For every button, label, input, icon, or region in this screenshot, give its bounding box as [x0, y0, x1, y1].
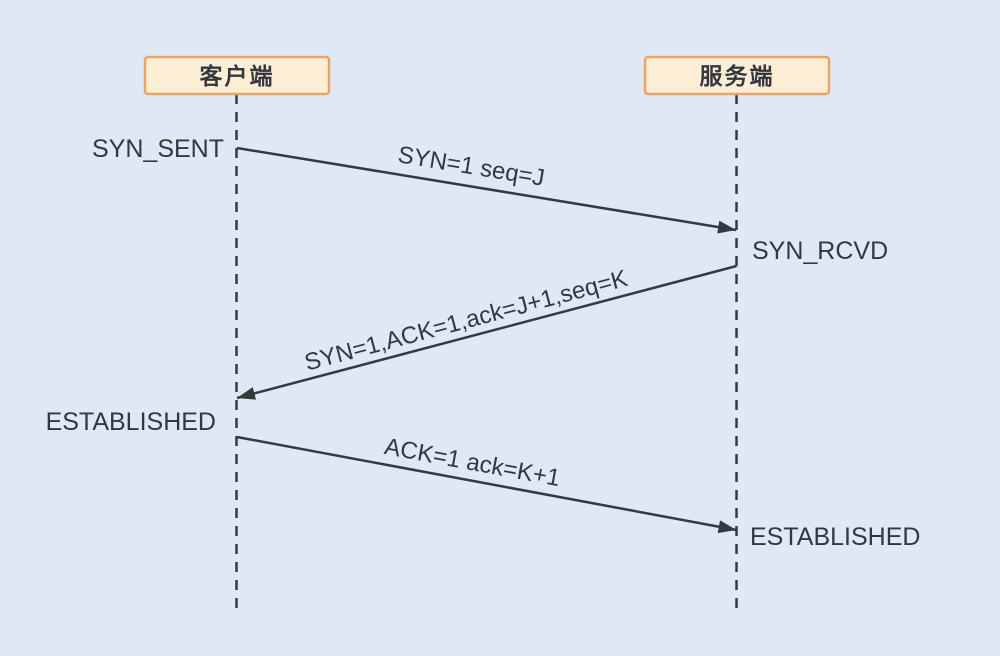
server-actor-label: 服务端 [700, 63, 775, 89]
message-arrow-syn [236, 146, 737, 234]
message-label-ack: ACK=1 ack=K+1 [382, 433, 562, 492]
client-actor-label: 客户端 [200, 63, 275, 89]
message-arrow-syn-ack [236, 264, 737, 400]
message-label-syn: SYN=1 seq=J [396, 141, 547, 192]
state-label-syn-sent: SYN_SENT [92, 135, 224, 163]
server-actor-box [643, 55, 831, 96]
state-label-established-server: ESTABLISHED [750, 523, 920, 551]
message-arrow-ack [236, 435, 737, 534]
state-label-syn-rcvd: SYN_RCVD [752, 237, 888, 265]
client-actor-box [143, 55, 331, 96]
state-label-established-client: ESTABLISHED [46, 408, 216, 436]
message-label-syn-ack: SYN=1,ACK=1,ack=J+1,seq=K [302, 265, 631, 377]
